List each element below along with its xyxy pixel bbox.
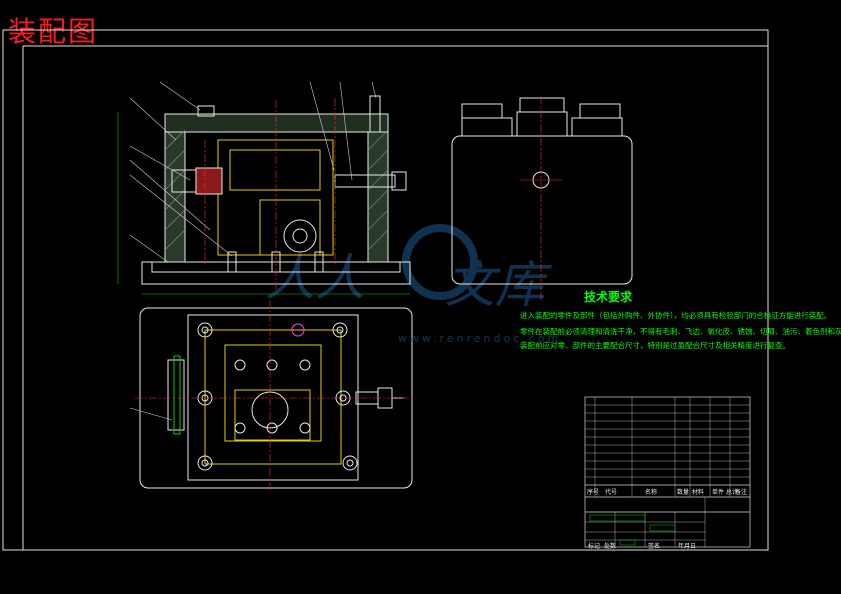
title-block-footer-label: 处数 <box>604 543 617 550</box>
front-view <box>117 81 411 295</box>
tech-requirement-line: 进入装配的零件及部件（包括外购件、外协件），均必须具有检验部门的合格证方能进行装… <box>520 311 832 320</box>
table-header-cell: 材料 <box>692 489 705 496</box>
title-block-footer-label: 签名 <box>648 543 661 550</box>
tech-requirement-line: 零件在装配前必须清理和清洗干净，不得有毛刺、飞边、氧化皮、锈蚀、切屑、油污、着色… <box>520 327 841 336</box>
table-header-cell: 序号 <box>587 489 600 496</box>
table-header-cell: 单件 总计 <box>712 489 738 496</box>
top-view <box>129 300 415 492</box>
tech-requirements-heading: 技术要求 <box>584 290 633 304</box>
title-block <box>584 396 751 548</box>
svg-text:文库: 文库 <box>445 256 552 314</box>
outer-frame <box>2 29 769 551</box>
watermark-url: www.renrendoc.com <box>398 332 562 345</box>
title-block-footer-label: 标记 <box>588 543 601 550</box>
inner-frame <box>22 45 769 551</box>
tech-requirement-line: 装配前应对零、部件的主要配合尺寸，特别是过盈配合尺寸及相关精度进行复查。 <box>520 341 790 350</box>
table-header-cell: 备注 <box>735 489 748 496</box>
side-view <box>451 96 633 300</box>
watermark-logo: 人人 文库 <box>265 224 552 314</box>
table-header-cell: 代号 <box>605 489 618 496</box>
table-header-cell: 数量 <box>677 489 690 496</box>
table-header-cell: 名称 <box>645 489 658 496</box>
drawing-title: 装配图 <box>8 15 99 48</box>
title-block-footer-label: 年月日 <box>678 543 697 550</box>
